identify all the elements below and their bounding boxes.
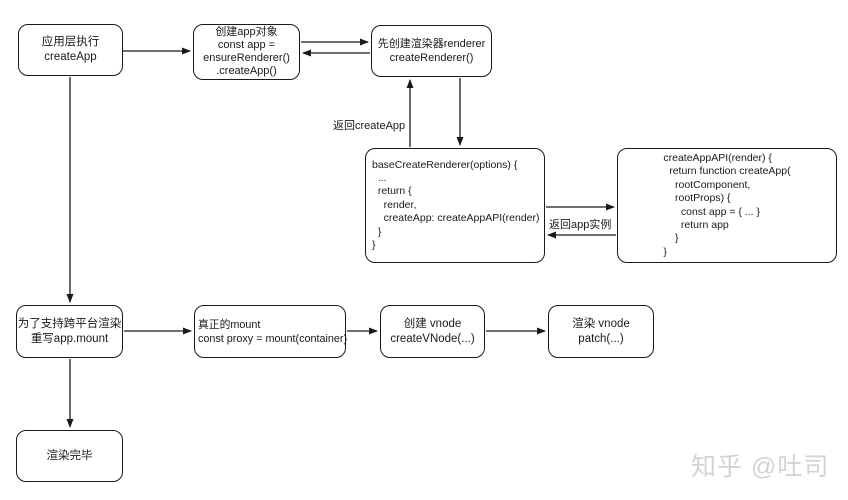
node-create-app-api-code: createAppAPI(render) { return function c… [663, 151, 791, 258]
node-render-done: 渲染完毕 [16, 430, 123, 482]
node-real-mount: 真正的mount const proxy = mount(container) [194, 305, 348, 358]
node-create-app-object-label: 创建app对象 const app = ensureRenderer() .cr… [203, 26, 290, 77]
node-render-done-label: 渲染完毕 [46, 449, 93, 462]
node-create-renderer: 先创建渲染器renderer createRenderer() [371, 25, 492, 77]
edge-label-return-app-instance: 返回app实例 [549, 219, 612, 231]
node-render-vnode-label: 渲染 vnode patch(...) [572, 317, 630, 345]
node-app-layer-label: 应用层执行 createApp [41, 36, 100, 63]
edge-label-return-createapp: 返回createApp [333, 120, 406, 132]
node-cross-platform-mount-label: 为了支持跨平台渲染 重写app.mount [17, 317, 122, 345]
zhihu-watermark: 知乎 @吐司 [691, 453, 830, 481]
node-create-vnode: 创建 vnode createVNode(...) [380, 305, 485, 358]
node-real-mount-label: 真正的mount const proxy = mount(container) [198, 318, 348, 345]
node-create-app-object: 创建app对象 const app = ensureRenderer() .cr… [193, 24, 300, 80]
node-base-create-renderer: baseCreateRenderer(options) { ... return… [365, 148, 545, 263]
node-render-vnode: 渲染 vnode patch(...) [548, 305, 654, 358]
node-create-vnode-label: 创建 vnode createVNode(...) [390, 317, 475, 345]
node-app-layer-createapp: 应用层执行 createApp [18, 24, 123, 76]
node-create-renderer-label: 先创建渲染器renderer createRenderer() [377, 37, 486, 65]
node-cross-platform-mount: 为了支持跨平台渲染 重写app.mount [16, 305, 123, 358]
node-create-app-api: createAppAPI(render) { return function c… [617, 148, 837, 263]
node-base-create-renderer-code: baseCreateRenderer(options) { ... return… [372, 158, 540, 252]
